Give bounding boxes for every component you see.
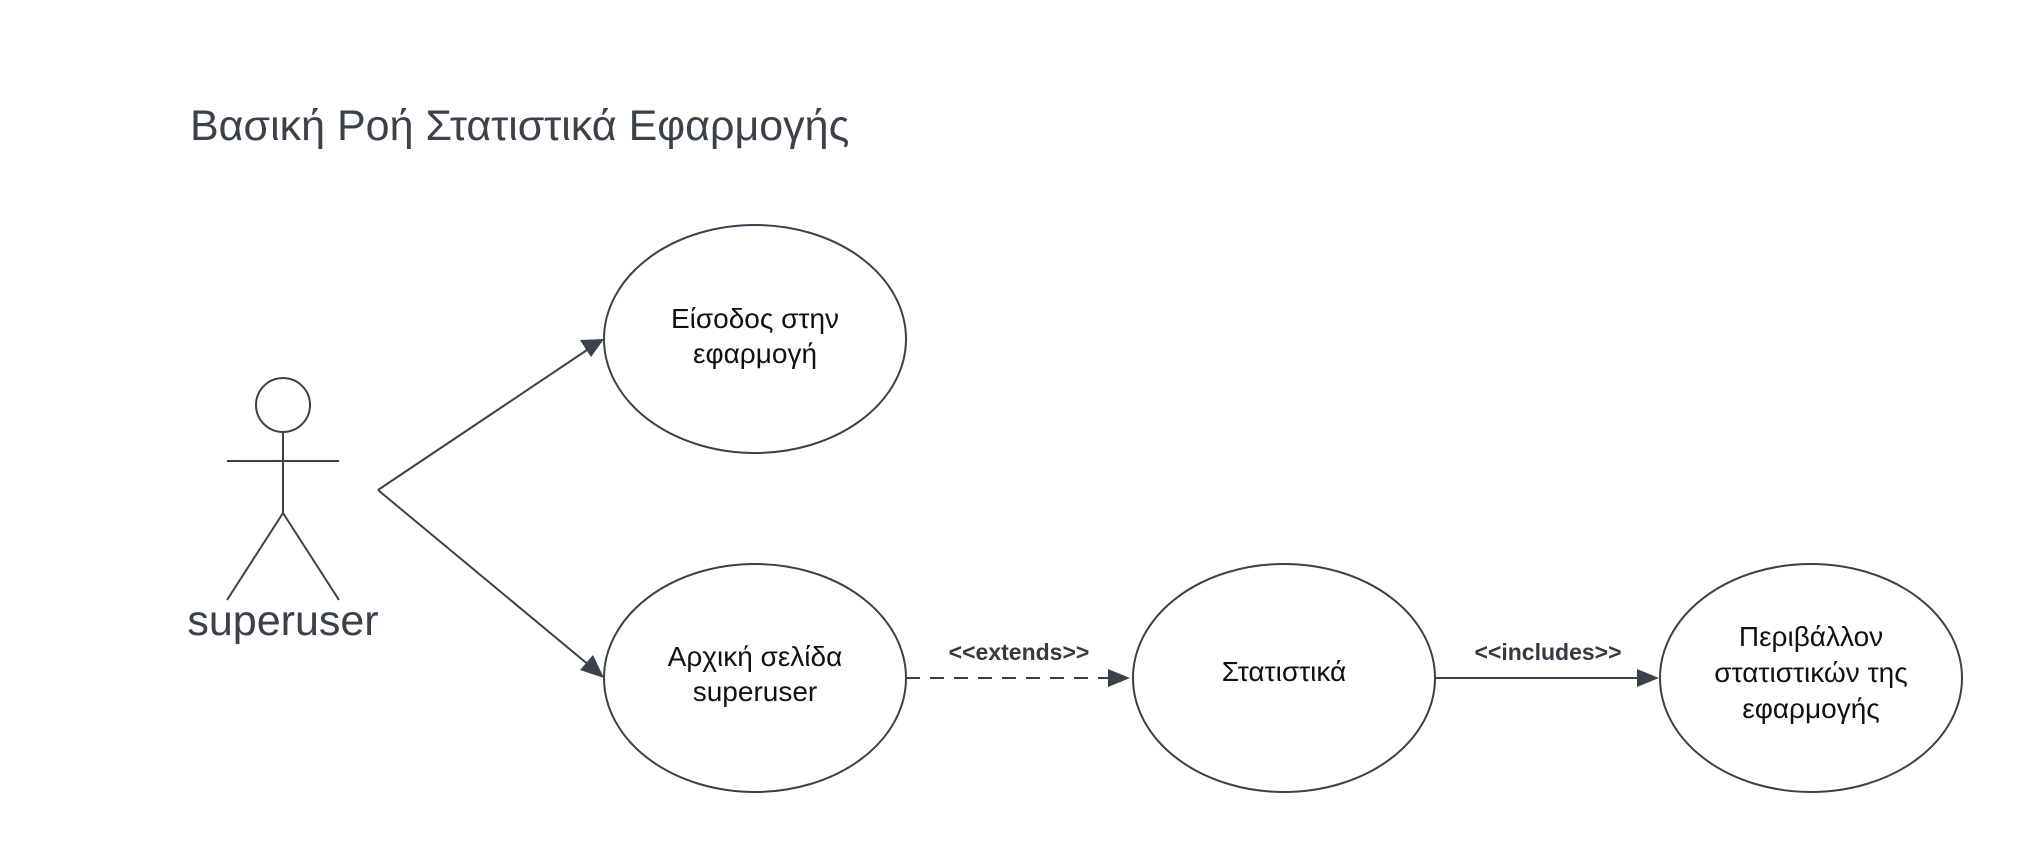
arrowhead-extends [1108, 669, 1130, 687]
arrowhead-includes [1637, 669, 1659, 687]
actor-label: superuser [187, 597, 378, 645]
actor-superuser: superuser [187, 377, 379, 645]
use-case-home-line-2: superuser [693, 676, 818, 707]
use-case-home: Αρχική σελίδα superuser [603, 563, 907, 793]
diagram-title: Βασική Ροή Στατιστικά Εφαρμογής [190, 102, 849, 150]
extends-label: <<extends>> [949, 639, 1090, 665]
use-case-stats-env-line-1: Περιβάλλον [1739, 621, 1883, 652]
use-case-login-line-1: Είσοδος στην [671, 303, 839, 334]
use-case-stats-env-line-2: στατιστικών της [1714, 657, 1907, 688]
actor-head [255, 377, 311, 433]
use-case-stats-env-line-3: εφαρμογής [1742, 693, 1880, 724]
use-case-login: Είσοδος στην εφαρμογή [603, 224, 907, 454]
use-case-login-line-2: εφαρμογή [693, 338, 817, 369]
use-case-home-line-1: Αρχική σελίδα [668, 641, 843, 672]
use-case-stats-env: Περιβάλλον στατιστικών της εφαρμογής [1659, 563, 1963, 793]
actor-left-leg [226, 512, 284, 601]
association-actor-login [377, 339, 604, 491]
arrowhead-login [580, 339, 604, 357]
relation-extends: <<extends>> [906, 639, 1130, 687]
use-case-stats-line-1: Στατιστικά [1222, 656, 1347, 687]
includes-label: <<includes>> [1474, 639, 1621, 665]
actor-right-leg [282, 512, 340, 601]
arrowhead-home [580, 655, 604, 678]
relation-includes: <<includes>> [1435, 639, 1659, 687]
use-case-stats: Στατιστικά [1132, 563, 1436, 793]
association-actor-home [377, 489, 604, 678]
